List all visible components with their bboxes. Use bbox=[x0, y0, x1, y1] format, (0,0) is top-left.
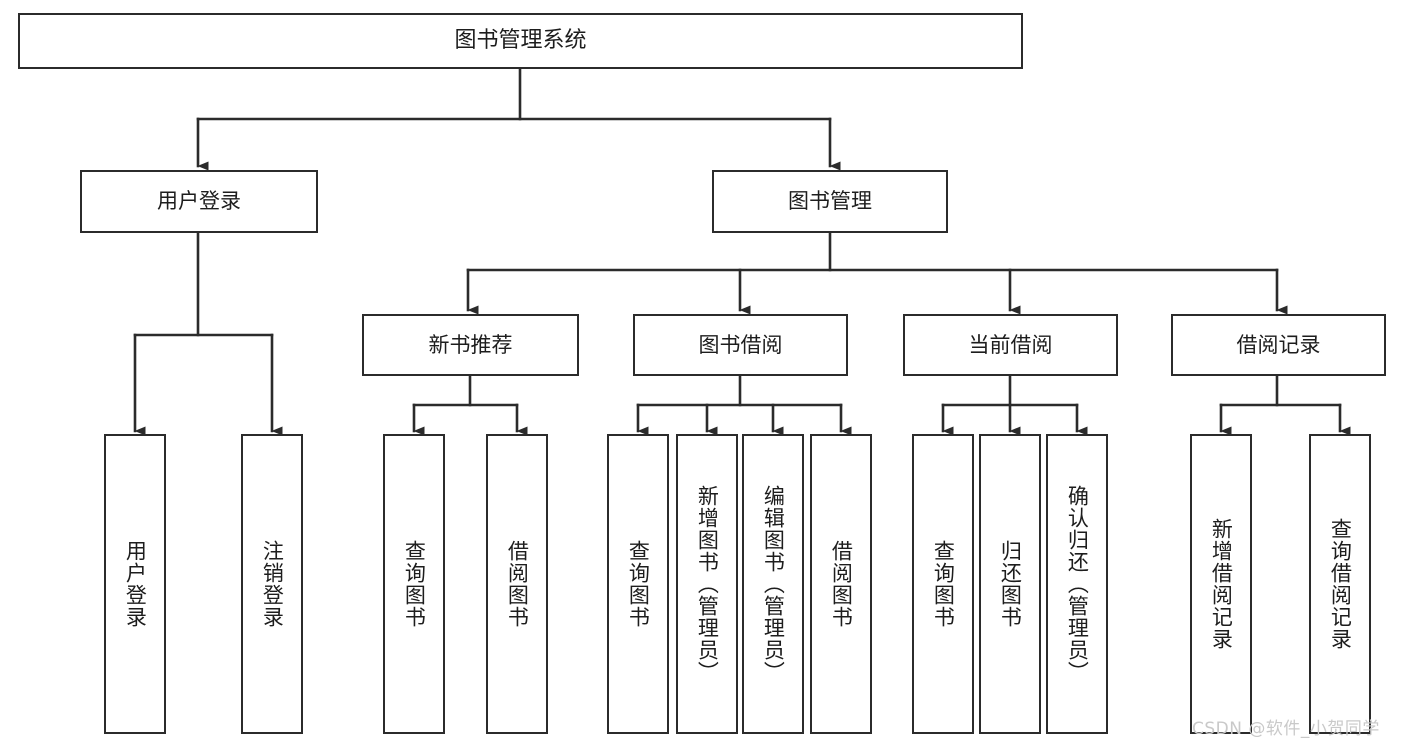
node-label: 借阅记录 bbox=[1236, 332, 1321, 357]
node-leaf-return-book[interactable]: 归还图书 bbox=[979, 434, 1041, 734]
node-label: 注销登录 bbox=[260, 540, 285, 628]
node-leaf-add-record[interactable]: 新增借阅记录 bbox=[1190, 434, 1252, 734]
node-label: 图书管理系统 bbox=[454, 28, 587, 54]
node-book-manage[interactable]: 图书管理 bbox=[712, 170, 948, 233]
node-leaf-query-book-1[interactable]: 查询图书 bbox=[383, 434, 445, 734]
node-leaf-query-book-3[interactable]: 查询图书 bbox=[912, 434, 974, 734]
node-label: 查询借阅记录 bbox=[1328, 518, 1353, 650]
node-label: 确认归还（管理员） bbox=[1065, 485, 1090, 683]
node-leaf-borrow-book-2[interactable]: 借阅图书 bbox=[810, 434, 872, 734]
node-current-borrow[interactable]: 当前借阅 bbox=[903, 314, 1118, 376]
node-leaf-user-login[interactable]: 用户登录 bbox=[104, 434, 166, 734]
node-leaf-confirm-return[interactable]: 确认归还（管理员） bbox=[1046, 434, 1108, 734]
node-borrow-record[interactable]: 借阅记录 bbox=[1171, 314, 1386, 376]
node-leaf-borrow-book-1[interactable]: 借阅图书 bbox=[486, 434, 548, 734]
node-label: 当前借阅 bbox=[968, 332, 1053, 357]
node-label: 借阅图书 bbox=[829, 540, 854, 628]
node-label: 查询图书 bbox=[402, 540, 427, 628]
node-leaf-query-record[interactable]: 查询借阅记录 bbox=[1309, 434, 1371, 734]
node-root-book-management-system[interactable]: 图书管理系统 bbox=[18, 13, 1023, 69]
node-leaf-add-book[interactable]: 新增图书（管理员） bbox=[676, 434, 738, 734]
node-book-borrow[interactable]: 图书借阅 bbox=[633, 314, 848, 376]
node-leaf-logout-login[interactable]: 注销登录 bbox=[241, 434, 303, 734]
node-label: 图书借阅 bbox=[698, 332, 783, 357]
node-label: 编辑图书（管理员） bbox=[761, 485, 786, 683]
node-label: 借阅图书 bbox=[505, 540, 530, 628]
node-label: 查询图书 bbox=[931, 540, 956, 628]
node-label: 新书推荐 bbox=[428, 332, 513, 357]
node-label: 图书管理 bbox=[788, 189, 872, 214]
node-label: 归还图书 bbox=[998, 540, 1023, 628]
node-label: 用户登录 bbox=[123, 540, 148, 628]
node-user-login[interactable]: 用户登录 bbox=[80, 170, 318, 233]
node-label: 新增借阅记录 bbox=[1209, 518, 1234, 650]
node-label: 用户登录 bbox=[157, 189, 241, 214]
node-label: 查询图书 bbox=[626, 540, 651, 628]
node-label: 新增图书（管理员） bbox=[695, 485, 720, 683]
node-new-book-recommend[interactable]: 新书推荐 bbox=[362, 314, 579, 376]
node-leaf-query-book-2[interactable]: 查询图书 bbox=[607, 434, 669, 734]
node-leaf-edit-book[interactable]: 编辑图书（管理员） bbox=[742, 434, 804, 734]
